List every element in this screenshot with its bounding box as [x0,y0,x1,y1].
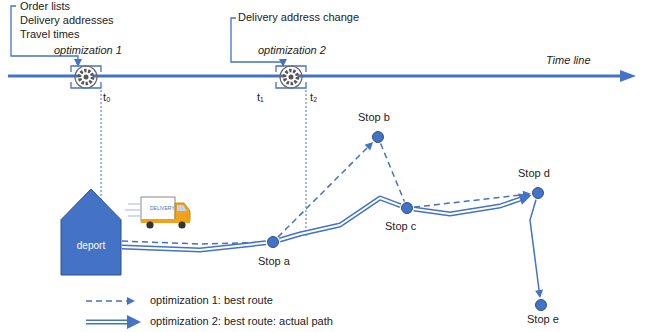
arrowhead [365,142,373,150]
axis-label: Time line [546,54,591,67]
drop-line [306,90,307,238]
input-label: Order lists [20,0,70,13]
path-line [278,146,369,237]
node-shape [401,202,413,214]
stop-dot: Stop c [401,202,413,214]
truck-text: DELIVERY [150,205,175,211]
time-mark: t₀ [103,91,111,104]
legend-double-sample [86,321,129,323]
optimization-label: optimization 1 [54,44,122,57]
drop-line [101,90,102,205]
path-outer [122,243,266,250]
time-mark: t₁ [257,91,264,104]
stop-dot: Stop a [267,236,279,248]
legend-text: optimization 1: best route [150,294,273,307]
path-outer [280,198,401,240]
legend-dashed-sample [86,300,134,302]
legend-arrowhead [127,315,141,329]
time-arrowhead [620,70,636,82]
gear-icon [280,66,302,88]
stop-label: Stop a [258,255,290,268]
stop-dot: Stop d [532,187,544,199]
event-label: Delivery address change [238,11,359,24]
planned-route [278,142,373,237]
node-shape [372,131,384,143]
optimization-label: optimization 2 [258,44,326,57]
route-arrow [530,200,543,298]
input-label: Delivery addresses [20,14,114,27]
stop-circle [373,132,384,143]
stop-label: Stop d [518,167,550,180]
stop-label: Stop b [358,111,390,124]
stop-circle [268,237,279,248]
input-label: Travel times [20,28,80,41]
stop-label: Stop e [527,313,559,326]
stop-circle [533,188,544,199]
actual-path [122,243,266,250]
legend-double-sample [86,320,128,325]
arrowhead [518,193,531,204]
stop-circle [402,203,413,214]
arrowhead [535,290,543,298]
path-inner [280,198,401,240]
node-shape [532,187,544,199]
depot-house: deport [60,188,122,276]
time-line [8,75,622,78]
node-text: deport [77,239,105,252]
actual-path [280,198,401,240]
house-outline [61,189,121,275]
path-line [381,144,405,202]
truck-icon [125,197,190,229]
stop-circle [536,300,547,311]
stop-label: Stop c [385,220,416,233]
path-inner [122,243,266,250]
stop-dot: Stop b [372,131,384,143]
gear-icon [75,66,97,88]
change-leader [231,18,283,66]
path-line [530,200,539,292]
stop-dot: Stop e [535,299,547,311]
node-shape [60,188,122,276]
actual-path [414,193,531,214]
node-shape [535,299,547,311]
path-inner [414,199,522,215]
node-shape [267,236,279,248]
planned-route [381,144,405,202]
time-mark: t₂ [310,91,317,104]
legend-text: optimization 2: best route: actual path [150,315,333,328]
path-outer [414,199,522,215]
